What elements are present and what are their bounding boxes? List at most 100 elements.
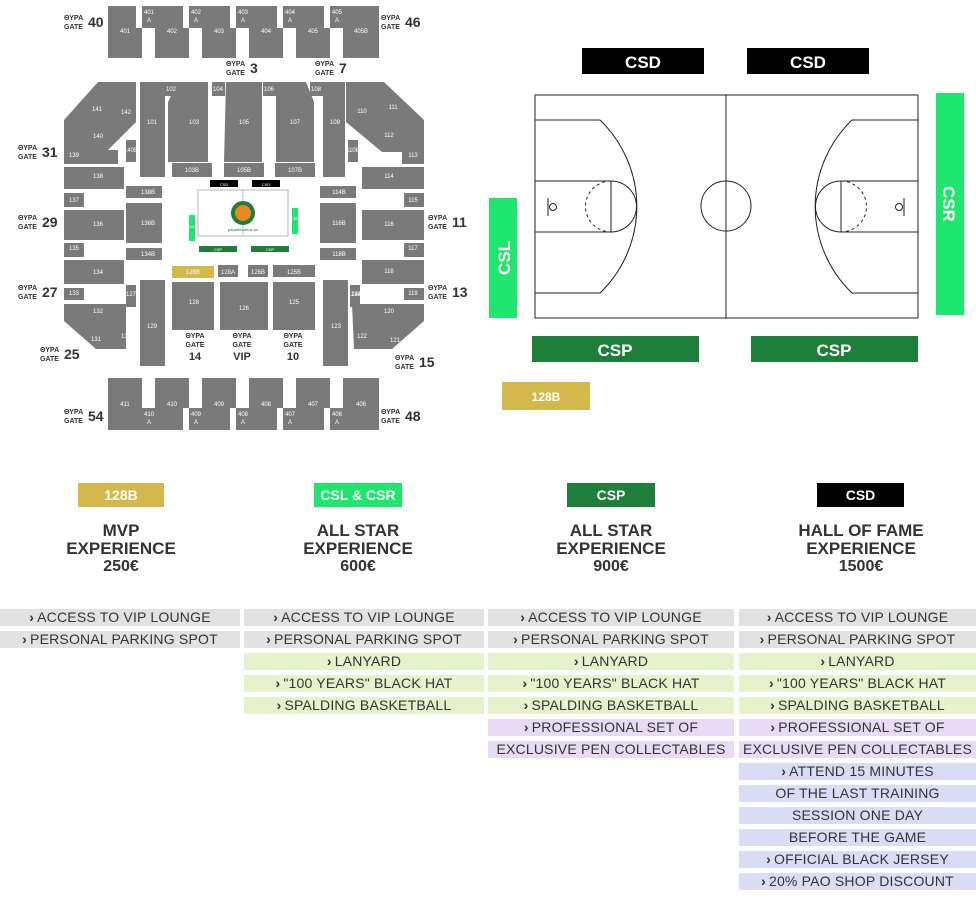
section-409-a-letter[interactable]: A xyxy=(194,420,198,426)
section-411[interactable]: 411 xyxy=(120,402,130,408)
section-403-a-number[interactable]: 403 xyxy=(238,10,249,16)
section-137[interactable]: 137 xyxy=(69,198,80,204)
section-407[interactable]: 407 xyxy=(308,402,319,408)
section-409[interactable]: 409 xyxy=(214,402,225,408)
section-101[interactable]: 101 xyxy=(147,120,158,126)
section-141[interactable]: 141 xyxy=(92,107,103,113)
section-140B-label[interactable]: 140B xyxy=(124,148,138,154)
section-407-a-letter[interactable]: A xyxy=(288,420,292,426)
section-116[interactable]: 116 xyxy=(384,222,394,228)
csd-left-block[interactable] xyxy=(582,48,704,74)
section-134B-label[interactable]: 134B xyxy=(141,252,155,258)
section-405B[interactable]: 405B xyxy=(354,29,368,35)
section-131[interactable]: 131 xyxy=(91,337,102,343)
section-125[interactable]: 125 xyxy=(289,300,300,306)
section-134[interactable]: 134 xyxy=(93,270,104,276)
section-108[interactable]: 108 xyxy=(311,87,322,93)
highlight-section-128b[interactable] xyxy=(172,266,214,278)
section-405-a-letter[interactable]: A xyxy=(335,18,339,24)
csp-left-block[interactable] xyxy=(532,336,699,362)
section-132[interactable]: 132 xyxy=(93,309,104,315)
gold-128b-block[interactable] xyxy=(502,382,590,410)
section-103B[interactable]: 103B xyxy=(185,168,199,174)
section-406-a-number[interactable]: 406 xyxy=(332,412,343,418)
section-404-a-number[interactable]: 404 xyxy=(285,10,296,16)
section-113[interactable]: 113 xyxy=(408,153,418,159)
section-104[interactable]: 104 xyxy=(213,87,224,93)
section-133[interactable]: 133 xyxy=(69,291,80,297)
mini-csr-label[interactable]: CSR xyxy=(291,217,299,221)
section-404[interactable]: 404 xyxy=(261,29,272,35)
section-120[interactable]: 120 xyxy=(384,309,395,315)
panathinaikos-logo-text[interactable]: panathinaikos bc xyxy=(228,227,258,232)
section-128[interactable]: 128 xyxy=(189,300,200,306)
section-140[interactable]: 140 xyxy=(93,134,104,140)
section-130[interactable]: 130 xyxy=(121,334,132,340)
section-127[interactable]: 127 xyxy=(126,292,137,298)
section-123[interactable]: 123 xyxy=(331,324,342,330)
mini-csd-right-label[interactable]: CSD xyxy=(262,182,271,187)
section-402-a-number[interactable]: 402 xyxy=(191,10,202,16)
section-410-a-number[interactable]: 410 xyxy=(144,412,155,418)
section-136[interactable]: 136 xyxy=(93,222,104,228)
section-102[interactable]: 102 xyxy=(166,87,177,93)
section-124[interactable]: 124 xyxy=(351,292,362,298)
section-126[interactable]: 126 xyxy=(239,306,250,312)
section-105[interactable]: 105 xyxy=(239,120,250,126)
section-111[interactable]: 111 xyxy=(388,105,398,111)
section-116B-label[interactable]: 116B xyxy=(332,221,346,227)
section-115[interactable]: 115 xyxy=(408,198,418,204)
section-122[interactable]: 122 xyxy=(357,334,368,340)
section-118[interactable]: 118 xyxy=(384,269,394,275)
section-406-a-letter[interactable]: A xyxy=(335,420,339,426)
mini-csp-left-label[interactable]: CSP xyxy=(214,247,223,252)
section-112[interactable]: 112 xyxy=(384,133,394,139)
csd-right-block[interactable] xyxy=(747,48,869,74)
section-119[interactable]: 119 xyxy=(408,291,418,297)
section-401-a-letter[interactable]: A xyxy=(147,18,151,24)
section-117[interactable]: 117 xyxy=(408,246,418,252)
section-105B[interactable]: 105B xyxy=(237,168,251,174)
section-128B-label[interactable]: 128B xyxy=(186,270,200,276)
section-103[interactable]: 103 xyxy=(189,120,200,126)
section-406[interactable]: 406 xyxy=(356,402,367,408)
section-106[interactable]: 106 xyxy=(264,87,275,93)
section-110[interactable]: 110 xyxy=(357,109,367,115)
section-107[interactable]: 107 xyxy=(290,120,301,126)
section-124B-label[interactable]: 124B xyxy=(348,292,362,298)
csl-block[interactable] xyxy=(489,198,517,318)
section-128A[interactable]: 128A xyxy=(221,270,235,276)
section-118B-label[interactable]: 118B xyxy=(332,252,346,258)
mini-csd-left-label[interactable]: CSD xyxy=(220,182,229,187)
section-402-a-letter[interactable]: A xyxy=(194,18,198,24)
section-405-a-number[interactable]: 405 xyxy=(332,10,343,16)
mini-csp-right-label[interactable]: CSP xyxy=(266,247,275,252)
section-114B-label[interactable]: 114B xyxy=(332,190,346,196)
section-142[interactable]: 142 xyxy=(121,110,132,116)
section-405[interactable]: 405 xyxy=(308,29,319,35)
section-109[interactable]: 109 xyxy=(330,120,341,126)
section-121[interactable]: 121 xyxy=(390,338,401,344)
section-126B[interactable]: 126B xyxy=(251,270,265,276)
mini-csl-label[interactable]: CSL xyxy=(189,225,196,229)
section-136B-label[interactable]: 136B xyxy=(141,221,155,227)
section-408-a-number[interactable]: 408 xyxy=(238,412,249,418)
section-114[interactable]: 114 xyxy=(384,174,394,180)
section-139[interactable]: 139 xyxy=(69,153,80,159)
section-403-a-letter[interactable]: A xyxy=(241,18,245,24)
csr-block[interactable] xyxy=(936,93,964,315)
section-135[interactable]: 135 xyxy=(69,246,80,252)
section-107B[interactable]: 107B xyxy=(288,168,302,174)
section-404-a-letter[interactable]: A xyxy=(288,18,292,24)
section-125B[interactable]: 125B xyxy=(287,270,301,276)
section-401-a-number[interactable]: 401 xyxy=(144,10,155,16)
csp-right-block[interactable] xyxy=(751,336,918,362)
section-410[interactable]: 410 xyxy=(167,402,178,408)
section-407-a-number[interactable]: 407 xyxy=(285,412,296,418)
section-401[interactable]: 401 xyxy=(120,29,131,35)
section-408-a-letter[interactable]: A xyxy=(241,420,245,426)
section-110B-label[interactable]: 110B xyxy=(346,148,360,154)
section-138B-label[interactable]: 138B xyxy=(141,190,155,196)
section-403[interactable]: 403 xyxy=(214,29,225,35)
section-408[interactable]: 408 xyxy=(261,402,272,408)
